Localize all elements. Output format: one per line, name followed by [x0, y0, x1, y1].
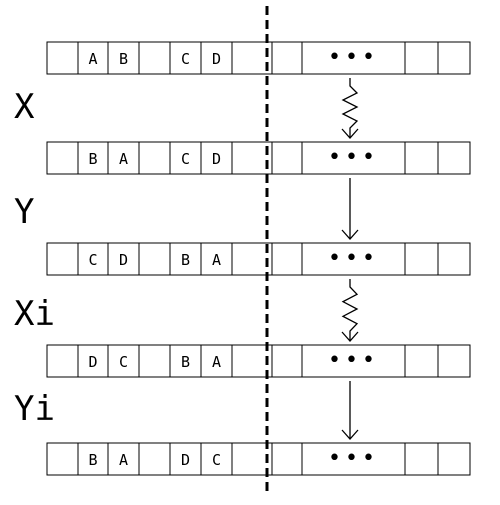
ellipsis-cell: ••• [328, 246, 379, 271]
squiggly-arrow [341, 279, 359, 341]
cell-letter: A [119, 451, 128, 469]
ellipsis-cell: ••• [328, 446, 379, 471]
arrowhead [341, 429, 359, 440]
operation-label: X [14, 87, 35, 127]
strip-outline [46, 344, 471, 378]
cell-letter: B [181, 251, 190, 269]
arrowhead [341, 128, 359, 139]
cell-letter: D [212, 50, 221, 68]
squiggly-arrow [341, 78, 359, 138]
operation-label: Xi [14, 294, 55, 334]
cell-letter: A [212, 353, 221, 371]
cell-letter: A [119, 150, 128, 168]
cell-letter: D [88, 353, 97, 371]
cell-letter: C [181, 150, 190, 168]
ellipsis-cell: ••• [328, 348, 379, 373]
cell-letter: C [88, 251, 97, 269]
strip-outline [46, 141, 471, 175]
cell-letter: D [119, 251, 128, 269]
cell-letter: D [181, 451, 190, 469]
strip-outline [46, 41, 471, 75]
ellipsis-cell: ••• [328, 45, 379, 70]
operation-label: Yi [14, 389, 55, 429]
cell-letter: B [119, 50, 128, 68]
operation-label: Y [14, 192, 34, 232]
cell-letter: C [119, 353, 128, 371]
arrowhead [341, 229, 359, 240]
cell-letter: C [212, 451, 221, 469]
ellipsis-cell: ••• [328, 145, 379, 170]
cell-letter: D [212, 150, 221, 168]
cell-letter: B [88, 150, 97, 168]
cell-letter: B [88, 451, 97, 469]
cell-letter: C [181, 50, 190, 68]
cell-letter: A [88, 50, 97, 68]
strip-outline [46, 242, 471, 276]
cell-letter: B [181, 353, 190, 371]
arrowhead [341, 331, 359, 342]
cell-letter: A [212, 251, 221, 269]
strip-outline [46, 442, 471, 476]
